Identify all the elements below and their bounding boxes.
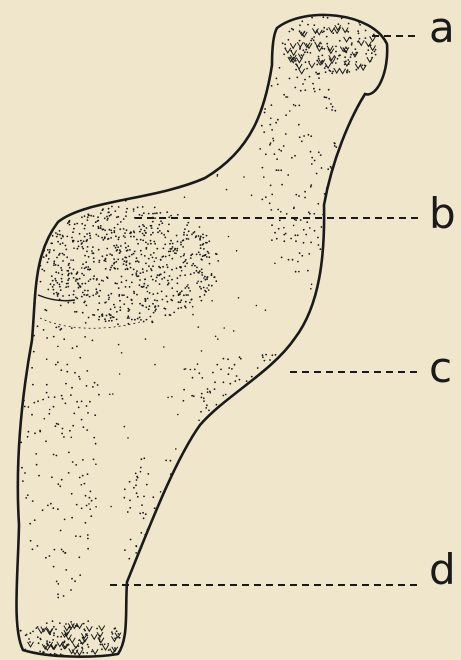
label-d: d [429, 545, 456, 594]
label-a: a [429, 3, 455, 52]
specimen-body-outline [16, 15, 387, 657]
label-b: b [429, 189, 456, 238]
label-c: c [429, 343, 452, 392]
